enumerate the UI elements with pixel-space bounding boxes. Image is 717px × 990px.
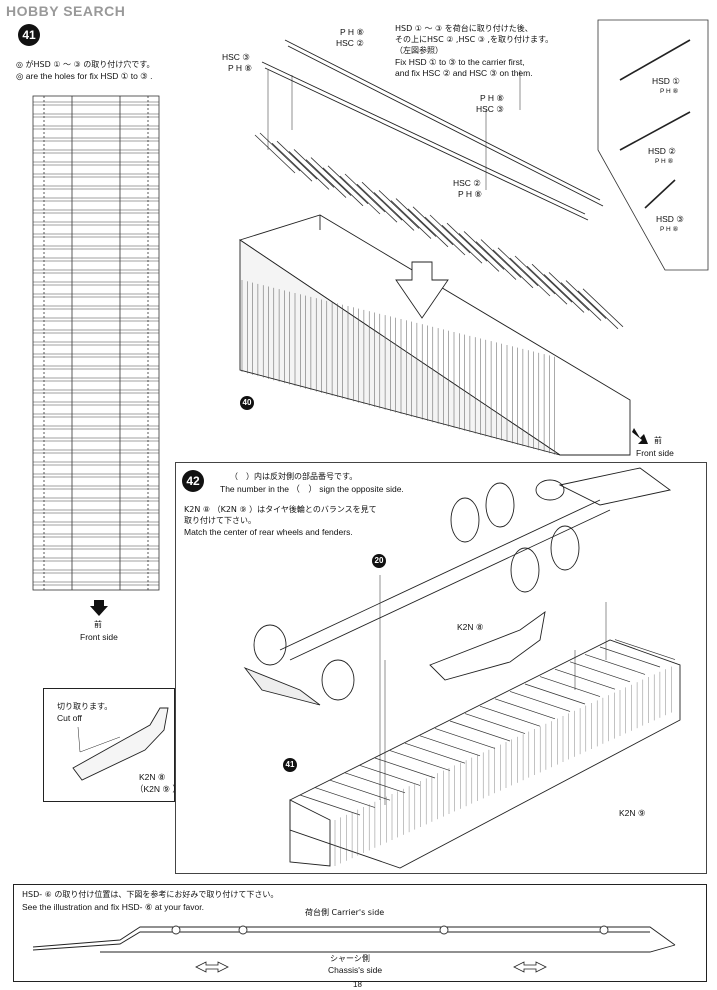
ref-step-41-badge: 41 [283, 758, 297, 772]
step-42-k2n-jp-2: 取り付けて下さい。 [184, 516, 256, 525]
step-42-badge: 42 [182, 470, 204, 492]
part-hsd1-label: HSD ① [652, 76, 680, 86]
step-42-k2n-jp-1: K2N ⑧ （K2N ⑨ ）はタイヤ後輪とのバランスを見て [184, 505, 377, 514]
inset-k2n9-label: （K2N ⑨ ） [135, 784, 181, 794]
callout-hsc3-1: HSC ③ [222, 52, 250, 62]
step-42-k2n-en: Match the center of rear wheels and fend… [184, 527, 353, 537]
callout-hsc3-2: HSC ③ [476, 104, 504, 114]
part-hsd1-pn: P H ⑧ [660, 88, 679, 95]
cutoff-en: Cut off [57, 713, 82, 723]
step-42-paren-jp: （ ）内は反対側の部品番号です。 [230, 472, 358, 481]
k2n9-label: K2N ⑨ [619, 808, 646, 818]
step-41-note-en: ◎ are the holes for fix HSD ① to ③ . [16, 71, 153, 81]
callout-hsc2-1: HSC ② [336, 38, 364, 48]
step-42-frame [175, 462, 707, 874]
step-42-paren-en: The number in the （ ） sign the opposite … [220, 484, 404, 494]
cutoff-inset-frame [43, 688, 175, 802]
step-41-instr-jp-3: （左図参照） [395, 46, 443, 55]
hsd6-chassis-jp: シャーシ側 [330, 954, 370, 963]
callout-ph8-1: P H ⑧ [340, 27, 364, 37]
callout-ph8-4: P H ⑧ [458, 189, 482, 199]
hsd6-chassis-en: Chassis's side [328, 965, 383, 975]
hobby-search-watermark: HOBBY SEARCH [6, 3, 126, 19]
hsd6-carrier-side: 荷台側 Carrier's side [305, 908, 385, 917]
hsd6-en: See the illustration and fix HSD- ⑥ at y… [22, 902, 204, 912]
hsd6-frame [13, 884, 707, 982]
hsd6-jp: HSD- ⑥ の取り付け位置は、下図を参考にお好みで取り付けて下さい。 [22, 890, 279, 899]
ref-step-40-badge: 40 [240, 396, 254, 410]
step-41-front-en: Front side [80, 632, 118, 642]
step-41-instr-jp-1: HSD ① ～ ③ を荷台に取り付けた後、 [395, 24, 533, 33]
callout-ph8-2: P H ⑧ [228, 63, 252, 73]
step-41-front2-jp: 前 [654, 436, 662, 445]
step-41-note-jp: ◎ がHSD ① ～ ③ の取り付け穴です。 [16, 60, 155, 69]
ref-step-20-badge: 20 [372, 554, 386, 568]
callout-ph8-3: P H ⑧ [480, 93, 504, 103]
step-41-instr-jp-2: その上にHSC ② ,HSC ③ ,を取り付けます。 [395, 35, 554, 44]
inset-k2n8-label: K2N ⑧ [139, 772, 166, 782]
page-number: 18 [353, 980, 362, 989]
step-41-front2-en: Front side [636, 448, 674, 458]
step-41-instr-en-1: Fix HSD ① to ③ to the carrier first, [395, 57, 525, 67]
step-41-badge: 41 [18, 24, 40, 46]
callout-hsc2-2: HSC ② [453, 178, 481, 188]
part-hsd2-pn: P H ⑧ [655, 158, 674, 165]
cutoff-jp: 切り取ります。 [57, 702, 113, 711]
step-41-front-jp: 前 [94, 620, 102, 629]
part-hsd3-pn: P H ⑧ [660, 226, 679, 233]
part-hsd2-label: HSD ② [648, 146, 676, 156]
part-hsd3-label: HSD ③ [656, 214, 684, 224]
step-41-instr-en-2: and fix HSC ② and HSC ③ on them. [395, 68, 533, 78]
k2n8-label: K2N ⑧ [457, 622, 484, 632]
